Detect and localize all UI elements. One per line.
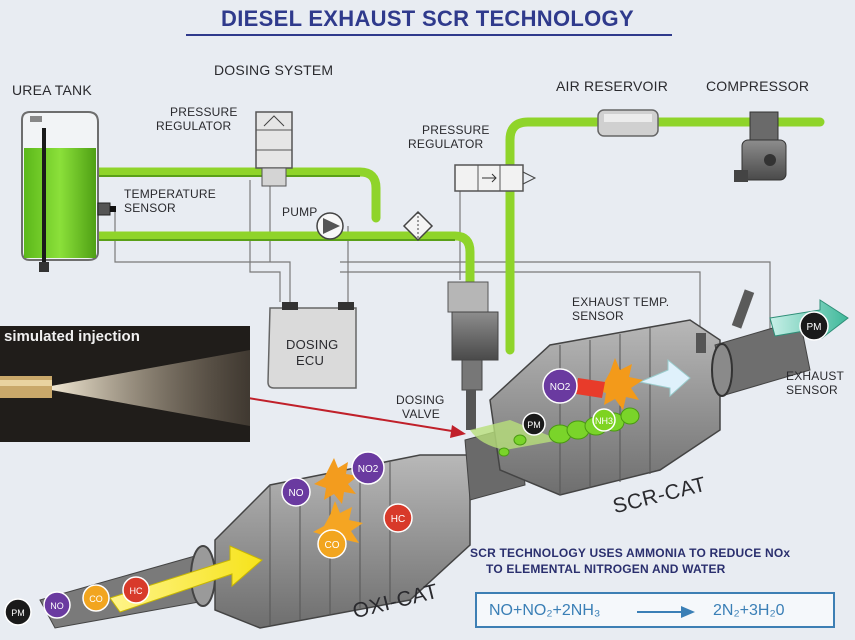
air-reservoir <box>597 109 659 137</box>
dosing-valve <box>447 281 499 430</box>
title-underline <box>186 34 672 36</box>
dosing-valve-label-b: VALVE <box>402 407 440 421</box>
simulated-injection-label: simulated injection <box>4 328 140 345</box>
dosing-system-label: DOSING SYSTEM <box>214 62 334 78</box>
pressure-regulator-1-label-a: PRESSURE <box>170 105 238 119</box>
simulated-injection-image <box>0 326 250 442</box>
temperature-sensor-device <box>97 202 116 216</box>
pressure-regulator-2-label-b: REGULATOR <box>408 137 484 151</box>
exhaust-sensor-label-a: EXHAUST <box>786 369 845 383</box>
filter <box>402 210 434 242</box>
pressure-regulator-2 <box>454 164 537 192</box>
dosing-ecu-label-b: ECU <box>296 353 325 368</box>
temperature-sensor-label-a: TEMPERATURE <box>124 187 216 201</box>
exhaust-temp-sensor-label-b: SENSOR <box>572 309 624 323</box>
pump-label: PUMP <box>282 205 318 219</box>
pressure-regulator-1 <box>255 111 293 187</box>
scr-note-line2: TO ELEMENTAL NITROGEN AND WATER <box>486 562 726 576</box>
exhaust-temp-sensor-label-a: EXHAUST TEMP. <box>572 295 670 309</box>
pressure-regulator-1-label-b: REGULATOR <box>156 119 232 133</box>
scr-flow-arrow <box>638 358 691 398</box>
injection-pointer-head <box>450 425 466 438</box>
scr-note-line1: SCR TECHNOLOGY USES AMMONIA TO REDUCE NO… <box>470 546 791 560</box>
urea-tank <box>21 111 99 272</box>
temperature-sensor-label-b: SENSOR <box>124 201 176 215</box>
compressor-label: COMPRESSOR <box>706 78 810 94</box>
exhaust-sensor-label-b: SENSOR <box>786 383 838 397</box>
outflow-arrow <box>769 299 849 340</box>
dosing-ecu <box>267 302 357 389</box>
scr-note: SCR TECHNOLOGY USES AMMONIA TO REDUCE NO… <box>470 545 830 577</box>
reaction-equation: NO+NO₂+2NH₃ 2N₂+3H₂0 <box>475 592 835 628</box>
diagram-title: DIESEL EXHAUST SCR TECHNOLOGY <box>221 6 634 31</box>
urea-pipes <box>90 117 825 355</box>
urea-tank-label: UREA TANK <box>12 82 92 98</box>
pressure-regulator-2-label-a: PRESSURE <box>422 123 490 137</box>
equation-reactants: NO+NO₂+2NH₃ <box>489 602 601 619</box>
air-reservoir-label: AIR RESERVOIR <box>556 78 669 94</box>
injection-pointer <box>247 397 459 433</box>
pump <box>316 212 344 240</box>
equation-arrow-icon <box>637 606 695 618</box>
urea-pipes-edge <box>95 175 455 241</box>
dosing-valve-label-a: DOSING <box>396 393 445 407</box>
no2-reaction-bar <box>576 378 605 398</box>
urea-spray <box>470 420 560 450</box>
dosing-ecu-label-a: DOSING <box>286 337 339 352</box>
equation-products: 2N₂+3H₂0 <box>713 602 785 619</box>
compressor <box>734 111 787 182</box>
simulated-injection-panel: simulated injection <box>0 326 250 442</box>
